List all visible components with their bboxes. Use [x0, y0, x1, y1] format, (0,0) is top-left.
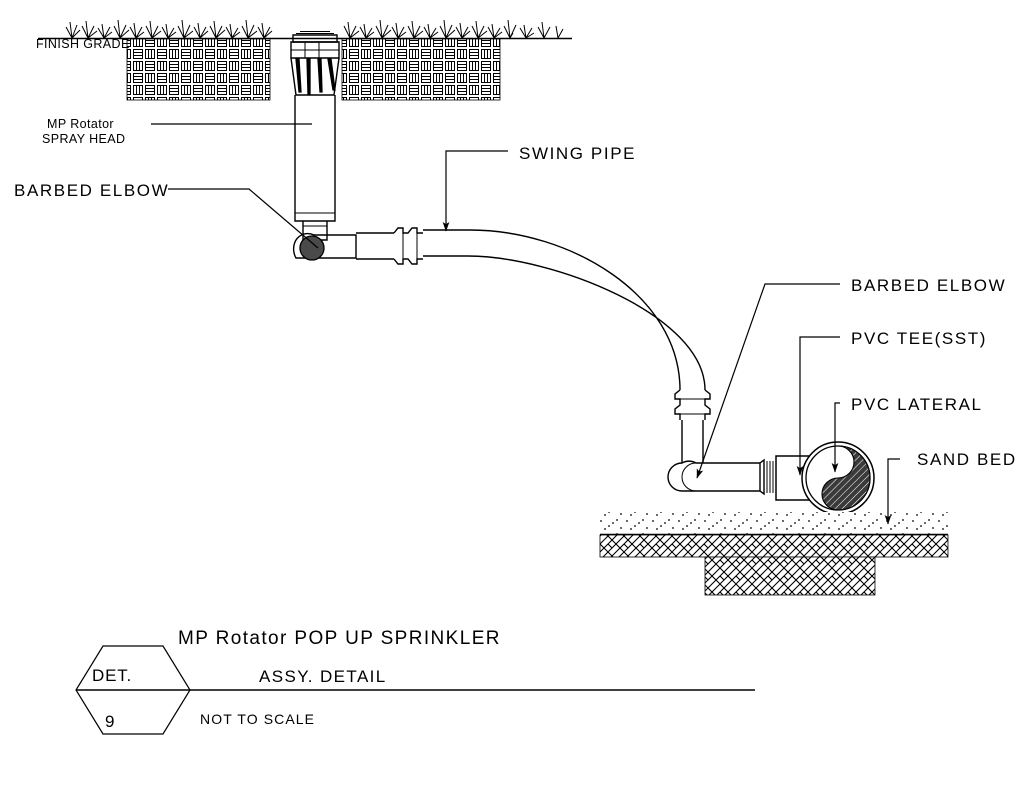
subgrade-hatch-upper: [599, 534, 949, 558]
callout-labels: MP Rotator SPRAY HEAD BARBED ELBOW SWING…: [14, 117, 1017, 469]
sand-bed-stipple: [600, 512, 948, 534]
label-pvc-lateral: PVC LATERAL: [851, 395, 983, 414]
grass-icon: [65, 19, 564, 39]
pvc-lateral-section-fill: [821, 445, 871, 511]
label-sand-bed: SAND BED: [917, 450, 1017, 469]
barbed-elbow-left: [292, 232, 357, 261]
leader-pvc-lateral: [831, 402, 840, 473]
leader-sand-bed: [884, 458, 900, 525]
swing-pipe-outer-wall: [423, 229, 681, 391]
swing-pipe-inner-wall: [423, 255, 706, 391]
leader-swing-pipe: [442, 150, 508, 232]
title-line-1: MP Rotator POP UP SPRINKLER: [178, 628, 501, 649]
title-block: DET. 9 MP Rotator POP UP SPRINKLER ASSY.…: [75, 628, 755, 735]
label-barbed-elbow-right: BARBED ELBOW: [851, 276, 1006, 295]
leader-pvc-tee: [796, 336, 840, 476]
label-barbed-elbow-left: BARBED ELBOW: [14, 181, 169, 200]
label-mp-rotator-line1: MP Rotator: [47, 117, 114, 131]
pvc-lateral: [801, 441, 875, 515]
scale-note: NOT TO SCALE: [200, 711, 315, 727]
label-mp-rotator-line2: SPRAY HEAD: [42, 132, 125, 146]
barbed-elbow-left-bore: [299, 235, 325, 261]
detail-tag-label: DET.: [92, 666, 132, 685]
sand-bed-assembly: [599, 512, 949, 596]
label-swing-pipe: SWING PIPE: [519, 144, 636, 163]
finish-grade-assembly: FINISH GRADE: [36, 19, 572, 101]
soil-hatch-right: [341, 38, 501, 101]
detail-tag-number: 9: [105, 712, 115, 731]
title-line-2: ASSY. DETAIL: [259, 667, 387, 686]
swing-pipe: [356, 227, 711, 463]
label-pvc-tee: PVC TEE(SST): [851, 329, 987, 348]
leader-barbed-elbow-left: [168, 188, 319, 249]
leader-barbed-elbow-right: [696, 283, 840, 479]
leader-lines: [151, 123, 900, 525]
mp-rotator-sprinkler-body: [290, 31, 340, 241]
subgrade-hatch-lower: [704, 556, 876, 596]
soil-hatch-left: [126, 38, 271, 101]
barbed-elbow-right: [667, 460, 761, 492]
label-finish-grade: FINISH GRADE: [36, 37, 130, 51]
